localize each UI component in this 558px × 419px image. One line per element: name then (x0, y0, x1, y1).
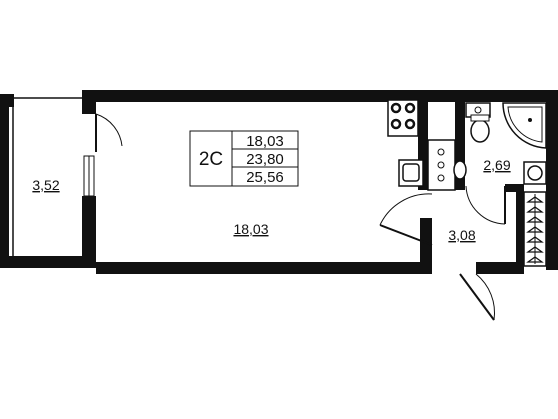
toilet-tank (470, 114, 490, 122)
stove-burner (404, 118, 416, 130)
entrance-door-leaf (459, 273, 495, 321)
hall-door-leaf (379, 224, 433, 246)
bathroom-area-label: 2,69 (483, 157, 510, 173)
wall-bottom-living (96, 262, 432, 274)
balcony-left-wall (0, 94, 9, 268)
bath-door-swing (465, 185, 506, 225)
bath-sink (453, 160, 467, 180)
hallway-area-label: 3,08 (448, 227, 475, 243)
balcony-door (83, 113, 123, 197)
wall-bottom-hall (476, 262, 516, 274)
balcony-area-label: 3,52 (32, 177, 59, 193)
living-area-label: 18,03 (233, 221, 268, 237)
shaft-box (427, 139, 456, 191)
shaft-pipe (437, 148, 445, 156)
entrance-door-swing (475, 273, 495, 321)
stove-burner (390, 102, 402, 114)
kitchen-sink-bowl (402, 163, 420, 182)
washbasin-drain (474, 106, 482, 114)
stove-burner (404, 102, 416, 114)
wall-left-lower (82, 196, 96, 268)
wardrobe (523, 191, 547, 267)
balcony-door-swing (95, 113, 123, 147)
balcony-wall-bottom (0, 256, 96, 268)
wall-partition-bath-left (455, 102, 465, 190)
shower-drain (528, 118, 532, 122)
total-with-balcony-value: 25,56 (246, 169, 284, 186)
living-area-value: 18,03 (246, 133, 284, 150)
hallway-doors (379, 193, 495, 321)
wall-hall-left (420, 218, 432, 274)
apartment-code: 2С (199, 149, 223, 170)
stove-burner (390, 118, 402, 130)
kitchen (387, 99, 424, 187)
shaft-pipe (437, 174, 445, 182)
apartment-card: 2С 18,03 23,80 25,56 (189, 130, 299, 187)
utility-shaft (427, 139, 456, 191)
wall-right (546, 90, 558, 270)
shaft-pipe (437, 161, 445, 169)
wall-top (96, 90, 546, 102)
hanger-icon (526, 196, 544, 263)
hall-door-swing (379, 193, 433, 226)
studio-walls (82, 90, 558, 274)
wall-left-upper (82, 90, 96, 114)
wall-bath-bottom (505, 184, 517, 192)
washing-machine (523, 161, 547, 185)
total-area-value: 23,80 (246, 151, 284, 168)
wall-partition-kitchen (418, 102, 428, 190)
bathroom (453, 102, 547, 225)
shower-tray-inner (507, 106, 543, 143)
washing-machine-drum (527, 165, 543, 181)
balcony (0, 94, 96, 268)
wall-cabinet (516, 184, 524, 274)
card-border (189, 130, 299, 187)
toilet-bowl (470, 119, 490, 143)
